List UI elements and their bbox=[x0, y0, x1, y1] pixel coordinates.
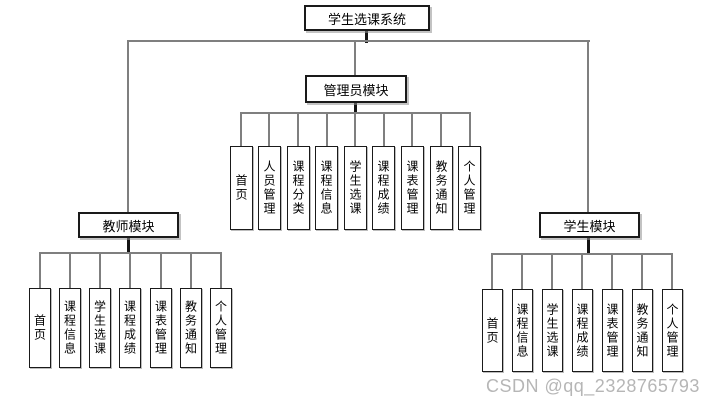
drop-line bbox=[190, 254, 192, 288]
teacher-leaf: 教务通知 bbox=[180, 288, 202, 368]
admin-leaf: 课表管理 bbox=[401, 146, 424, 230]
drop-line bbox=[326, 114, 328, 146]
drop-line bbox=[99, 254, 101, 288]
drop-line bbox=[240, 114, 242, 146]
admin-rail-connector bbox=[240, 112, 471, 114]
student-module-node: 学生模块 bbox=[539, 212, 640, 238]
teacher-module-node: 教师模块 bbox=[78, 212, 179, 238]
drop-line bbox=[611, 255, 613, 289]
drop-line bbox=[69, 254, 71, 288]
student-leaf: 课表管理 bbox=[602, 289, 623, 372]
student-leaf: 教务通知 bbox=[632, 289, 653, 372]
drop-line bbox=[39, 254, 41, 288]
admin-branch-line bbox=[354, 41, 356, 75]
drop-line bbox=[268, 114, 270, 146]
teacher-leaf: 学生选课 bbox=[89, 288, 111, 368]
student-leaf: 个人管理 bbox=[662, 289, 683, 372]
student-leaf: 首页 bbox=[482, 289, 503, 372]
student-leaf: 学生选课 bbox=[542, 289, 563, 372]
main-rail-connector bbox=[127, 40, 590, 42]
student-leaf: 课程成绩 bbox=[572, 289, 593, 372]
admin-leaf: 人员管理 bbox=[258, 146, 281, 230]
root-stub-connector bbox=[365, 31, 368, 43]
student-stub-connector bbox=[587, 238, 590, 255]
drop-line bbox=[160, 254, 162, 288]
drop-line bbox=[220, 254, 222, 288]
student-branch-line bbox=[587, 41, 589, 212]
drop-line bbox=[129, 254, 131, 288]
teacher-rail-connector bbox=[39, 252, 222, 254]
teacher-stub-connector bbox=[127, 238, 130, 254]
admin-leaf: 课程信息 bbox=[315, 146, 338, 230]
admin-leaf: 首页 bbox=[230, 146, 253, 230]
drop-line bbox=[383, 114, 385, 146]
drop-line bbox=[469, 114, 471, 146]
admin-leaf: 学生选课 bbox=[344, 146, 367, 230]
student-rail-connector bbox=[491, 253, 673, 255]
teacher-leaf: 个人管理 bbox=[210, 288, 232, 368]
root-node: 学生选课系统 bbox=[304, 5, 430, 31]
admin-leaf: 个人管理 bbox=[458, 146, 481, 230]
drop-line bbox=[551, 255, 553, 289]
admin-leaf: 课程成绩 bbox=[372, 146, 395, 230]
drop-line bbox=[521, 255, 523, 289]
drop-line bbox=[581, 255, 583, 289]
student-leaf: 课程信息 bbox=[512, 289, 533, 372]
drop-line bbox=[297, 114, 299, 146]
teacher-leaf: 课程信息 bbox=[59, 288, 81, 368]
csdn-watermark: CSDN @qq_2328765793 bbox=[486, 376, 700, 396]
drop-line bbox=[411, 114, 413, 146]
teacher-leaf: 课表管理 bbox=[150, 288, 172, 368]
admin-module-node: 管理员模块 bbox=[305, 75, 407, 103]
drop-line bbox=[354, 114, 356, 146]
drop-line bbox=[491, 255, 493, 289]
teacher-leaf: 首页 bbox=[29, 288, 51, 368]
drop-line bbox=[440, 114, 442, 146]
teacher-branch-line bbox=[127, 41, 129, 212]
admin-leaf: 课程分类 bbox=[287, 146, 310, 230]
admin-leaf: 教务通知 bbox=[430, 146, 453, 230]
drop-line bbox=[671, 255, 673, 289]
admin-stub-connector bbox=[354, 103, 357, 114]
teacher-leaf: 课程成绩 bbox=[119, 288, 141, 368]
drop-line bbox=[641, 255, 643, 289]
